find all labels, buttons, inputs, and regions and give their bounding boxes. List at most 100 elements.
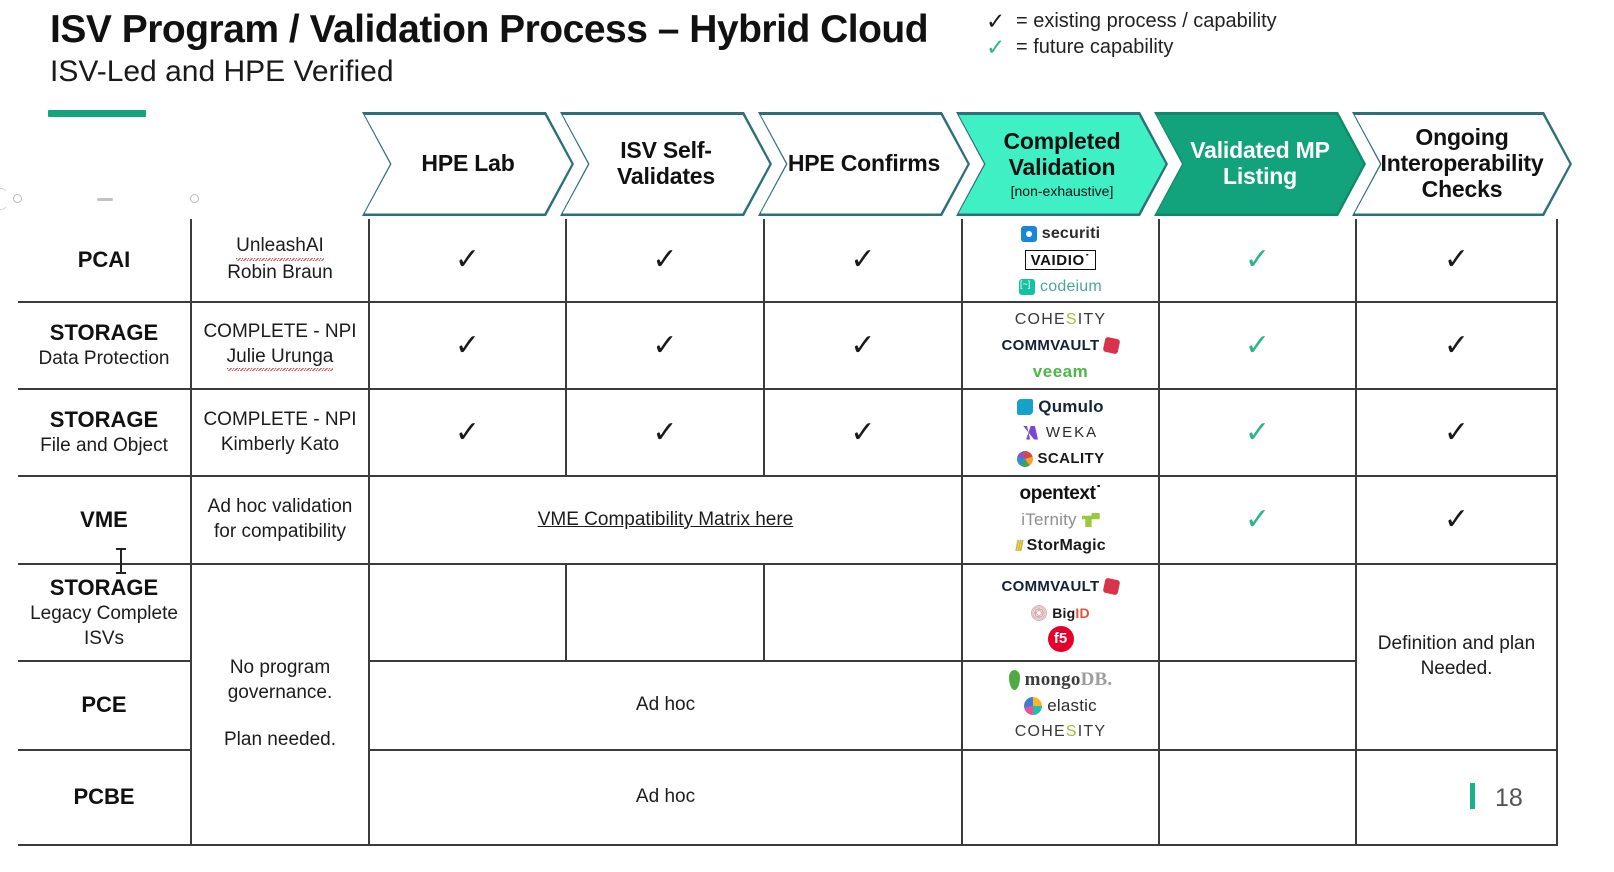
table-row-category-2: STORAGE File and Object <box>18 390 192 477</box>
logo-commvault: COMMVAULT <box>1002 577 1121 596</box>
check-ongoing-0: ✓ <box>1443 242 1470 277</box>
chevron-hpe-lab[interactable]: HPE Lab <box>362 112 574 216</box>
owner-line1-0: UnleashAI <box>236 234 324 261</box>
category-main-4: STORAGE <box>49 574 159 600</box>
logo-commvault: COMMVAULT <box>1002 336 1121 355</box>
table-row-category-5: PCE <box>18 662 192 751</box>
check-ongoing-3: ✓ <box>1443 502 1470 537</box>
chevron-ongoing-interoperability-checks[interactable]: Ongoing Interoperability Checks <box>1352 112 1572 216</box>
check-ongoing-1: ✓ <box>1443 327 1470 363</box>
cell-adhoc-5: Ad hoc <box>370 662 963 751</box>
page-number-accent-bar <box>1470 783 1475 809</box>
category-sub-2: File and Object <box>40 435 168 457</box>
governance-line1: No program <box>229 657 331 679</box>
cell-adhoc-6: Ad hoc <box>370 751 963 846</box>
check-hpe-confirms-2: ✓ <box>850 414 876 450</box>
legend-item-future: ✓ = future capability <box>986 34 1277 60</box>
cell-ongoing-1: ✓ <box>1357 303 1558 390</box>
category-main-2: STORAGE <box>49 406 159 432</box>
adhoc-text-6: Ad hoc <box>635 786 696 808</box>
cell-ongoing-2: ✓ <box>1357 390 1558 477</box>
logo-iternity: iTernity <box>1021 510 1100 530</box>
cell-hpe-lab-0: ✓ <box>370 219 567 303</box>
category-main-0: PCAI <box>77 246 131 272</box>
check-isv-self-validates-2: ✓ <box>652 414 678 450</box>
chevron-label: Completed Validation <box>1003 127 1121 180</box>
cell-validated-mp-3: ✓ <box>1160 477 1357 565</box>
logo-codeium: codeium <box>1019 277 1102 296</box>
check-isv-self-validates-1: ✓ <box>652 327 678 363</box>
category-main-3: VME <box>80 506 128 532</box>
logo-securiti: securiti <box>1020 224 1101 243</box>
cell-isv-self-validates-4 <box>567 565 765 662</box>
cell-hpe-confirms-0: ✓ <box>765 219 963 303</box>
category-main-1: STORAGE <box>49 319 159 345</box>
selection-handle-middle[interactable] <box>97 198 113 201</box>
cell-validated-mp-5 <box>1160 662 1357 751</box>
chevron-completed-validation[interactable]: Completed Validation[non-exhaustive] <box>956 112 1168 216</box>
cell-hpe-lab-4 <box>370 565 567 662</box>
logo-scality: SCALITY <box>1016 449 1105 468</box>
cell-hpe-confirms-4 <box>765 565 963 662</box>
legend-label-future: = future capability <box>1016 35 1174 58</box>
cell-hpe-lab-1: ✓ <box>370 303 567 390</box>
logo-elastic: elastic <box>1024 696 1097 715</box>
check-hpe-lab-1: ✓ <box>454 327 481 363</box>
selection-handle-right[interactable] <box>190 194 199 203</box>
selection-handle-left[interactable] <box>13 194 22 203</box>
check-hpe-confirms-1: ✓ <box>850 327 876 363</box>
table-row-category-3: VME <box>18 477 192 565</box>
page-number: 18 <box>1495 784 1523 812</box>
governance-line2: governance. <box>227 682 333 704</box>
chevron-hpe-confirms[interactable]: HPE Confirms <box>758 112 970 216</box>
chevron-label: Ongoing Interoperability Checks <box>1380 124 1544 202</box>
chevron-isv-self-validates[interactable]: ISV Self-Validates <box>560 112 772 216</box>
owner-line2-3: for compatibility <box>214 521 346 542</box>
legend-check-existing-icon: ✓ <box>986 7 1006 34</box>
cell-ongoing-3: ✓ <box>1357 477 1558 565</box>
chevron-validated-mp-listing[interactable]: Validated MP Listing <box>1154 112 1366 216</box>
category-main-6: PCBE <box>73 784 135 810</box>
check-validated-mp-1: ✓ <box>1244 327 1271 363</box>
vme-compatibility-matrix-link[interactable]: VME Compatibility Matrix here <box>537 509 794 530</box>
chevron-inner: ISV Self-Validates <box>563 115 770 214</box>
logo-stormagic: ///StorMagic <box>1015 537 1106 555</box>
category-sub-4-a: Legacy Complete <box>30 602 178 624</box>
check-validated-mp-3: ✓ <box>1244 502 1271 537</box>
cell-ongoing-0: ✓ <box>1357 219 1558 303</box>
category-main-5: PCE <box>81 692 127 718</box>
chevron-inner: Completed Validation[non-exhaustive] <box>959 115 1166 214</box>
check-hpe-lab-2: ✓ <box>454 414 481 450</box>
cell-isv-self-validates-0: ✓ <box>567 219 765 303</box>
cell-validated-mp-0: ✓ <box>1160 219 1357 303</box>
accent-bar <box>48 110 146 117</box>
adhoc-text-5: Ad hoc <box>635 694 696 716</box>
logo-cohesity: COHESITY <box>1014 722 1107 740</box>
logo-weka: WEKA <box>1022 423 1098 442</box>
legend-label-existing: = existing process / capability <box>1016 9 1277 32</box>
cell-hpe-lab-2: ✓ <box>370 390 567 477</box>
cell-validated-mp-4 <box>1160 565 1357 662</box>
cell-completed-validation-3: opentext˙iTernity///StorMagic <box>963 477 1160 565</box>
cell-completed-validation-6 <box>963 751 1160 846</box>
legend: ✓ = existing process / capability ✓ = fu… <box>986 8 1277 60</box>
owner-line2-1: Julie Urunga <box>226 344 334 372</box>
check-validated-mp-2: ✓ <box>1244 414 1271 450</box>
